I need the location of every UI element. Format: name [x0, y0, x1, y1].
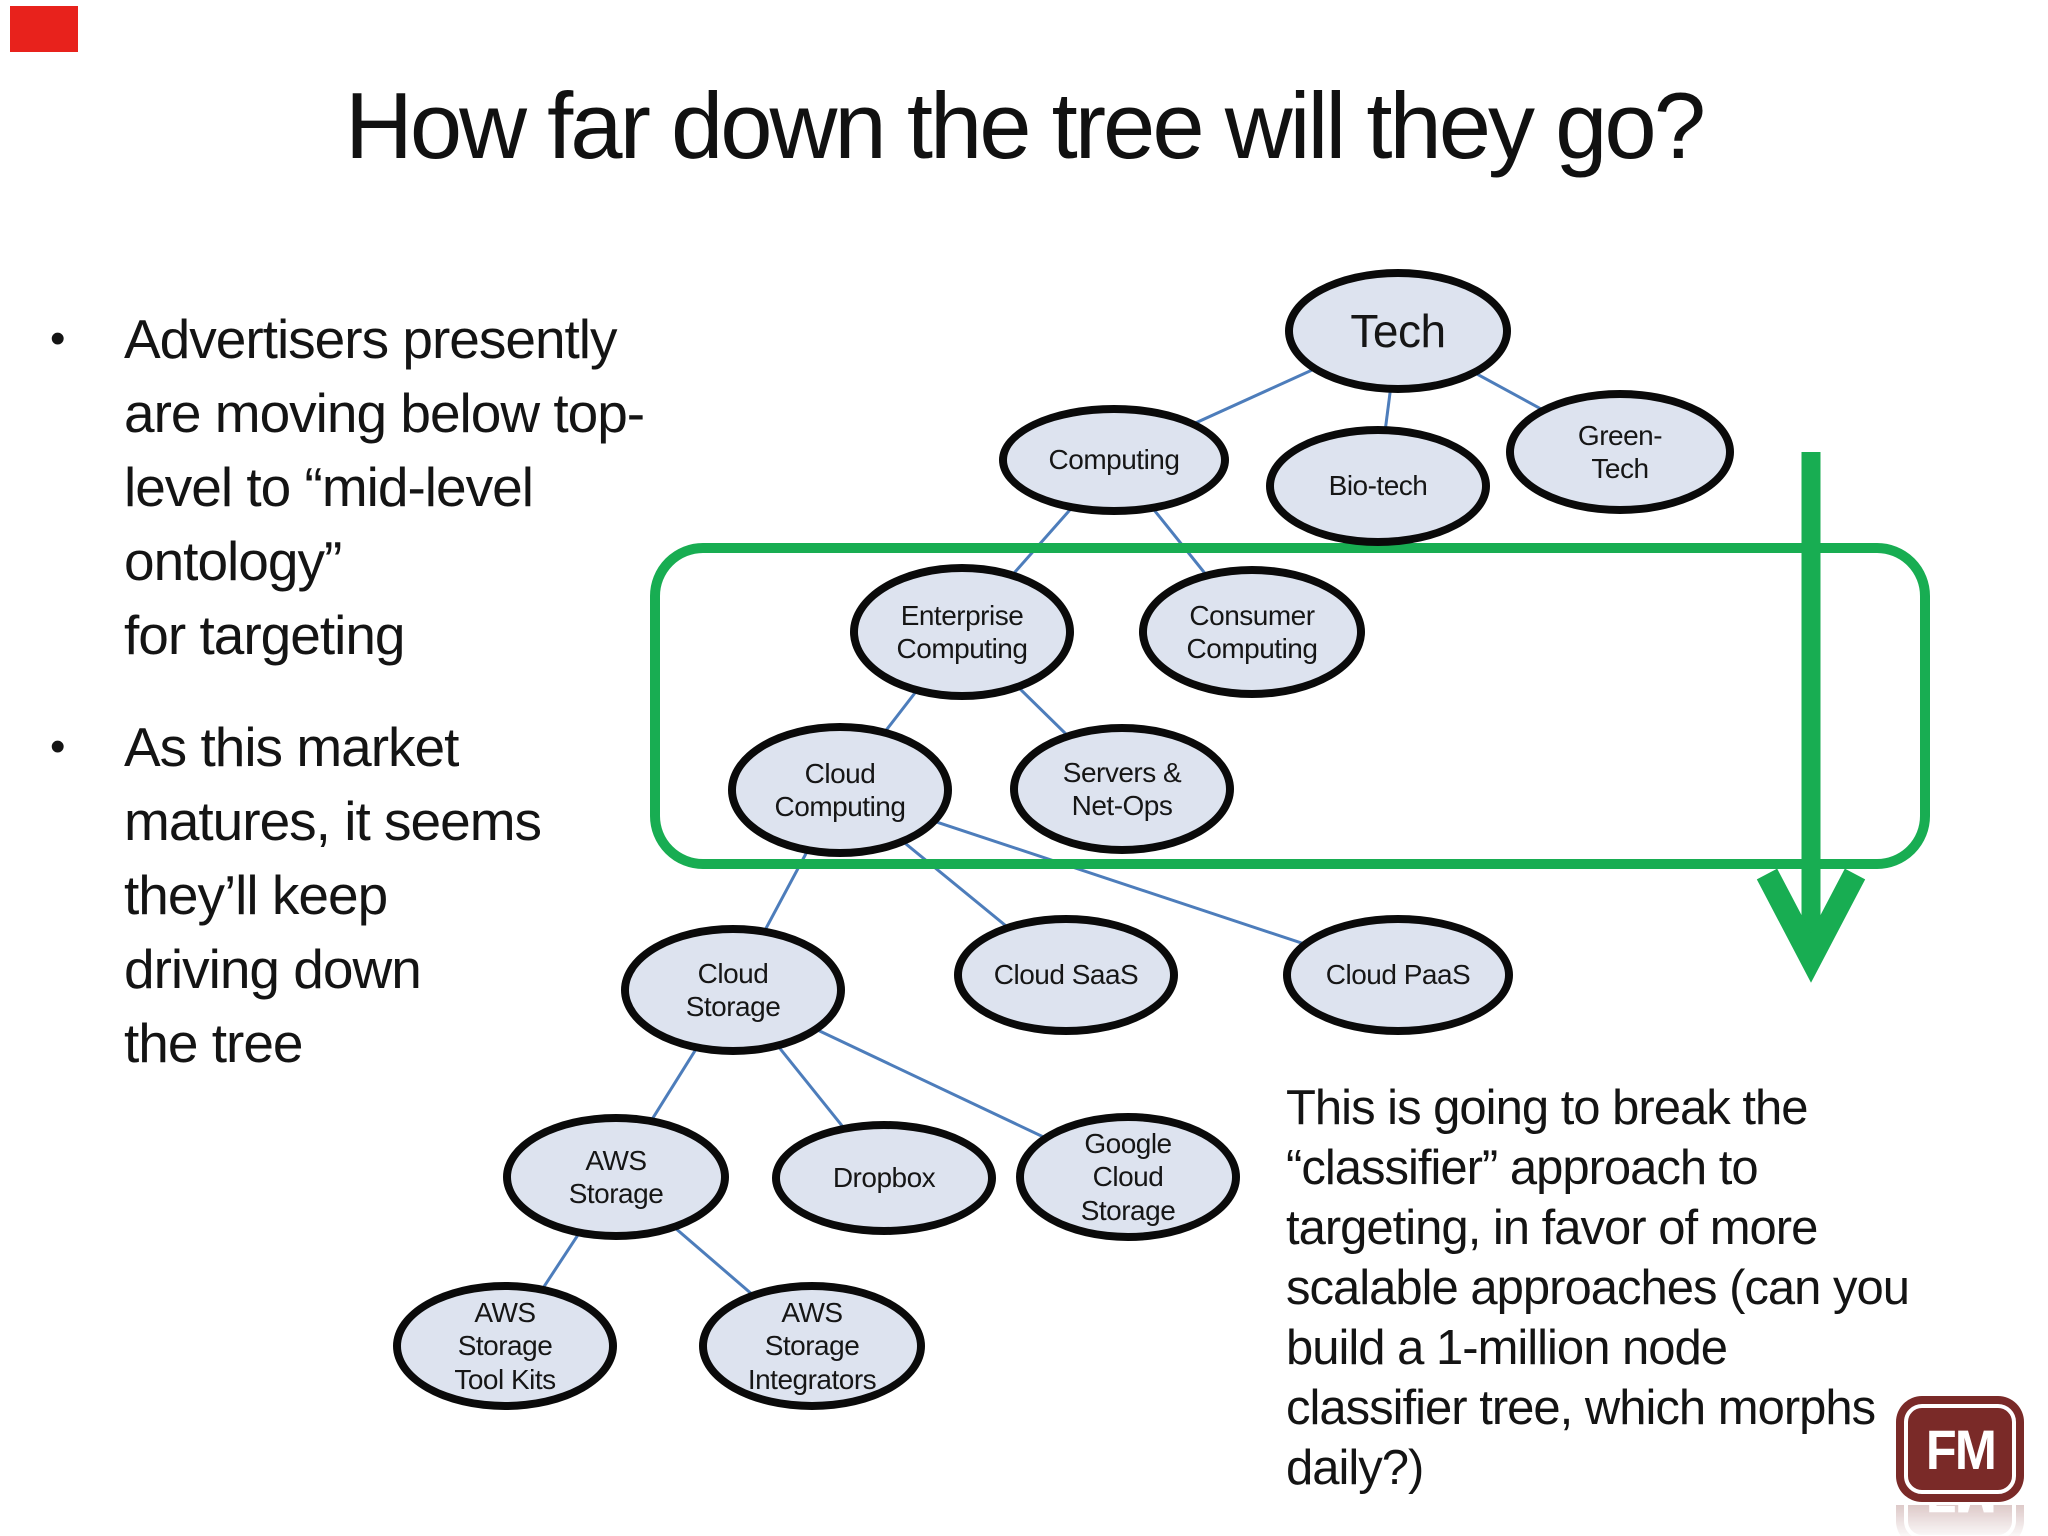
bullet-text-2: As this market matures, it seems they’ll… [124, 716, 542, 1074]
node-cloudcomputing: Cloud Computing [728, 723, 952, 857]
fm-logo: FM FM [1896, 1396, 2024, 1536]
node-cloudsaas: Cloud SaaS [954, 915, 1178, 1035]
bullet-text-1: Advertisers presently are moving below t… [124, 308, 645, 666]
node-greentech: Green- Tech [1506, 390, 1734, 514]
bullet-item-1: • Advertisers presently are moving below… [30, 302, 740, 672]
node-servers: Servers & Net-Ops [1010, 724, 1234, 854]
bullet-item-2: • As this market matures, it seems they’… [30, 710, 740, 1080]
bullet-dot: • [50, 314, 66, 363]
node-awsstorage: AWS Storage [503, 1114, 729, 1240]
node-tech: Tech [1285, 269, 1511, 393]
fm-logo-inner-ring [1904, 1404, 2016, 1494]
node-awstoolkits: AWS Storage Tool Kits [393, 1282, 617, 1410]
node-cloudpaas: Cloud PaaS [1283, 915, 1513, 1035]
node-enterprise: Enterprise Computing [850, 564, 1074, 700]
node-awsintegrators: AWS Storage Integrators [699, 1282, 925, 1410]
bullet-list: • Advertisers presently are moving below… [30, 302, 740, 1118]
node-consumer: Consumer Computing [1139, 566, 1365, 698]
down-arrow [1756, 452, 1866, 983]
bullet-dot: • [50, 722, 66, 771]
fm-logo-reflection: FM [1896, 1505, 2024, 1536]
fm-logo-badge: FM [1896, 1396, 2024, 1502]
slide-title: How far down the tree will they go? [345, 73, 1706, 178]
fm-logo-text: FM [1925, 1417, 1996, 1481]
node-google: Google Cloud Storage [1016, 1113, 1240, 1241]
note-text: This is going to break the “classifier” … [1286, 1081, 1910, 1495]
node-dropbox: Dropbox [772, 1121, 996, 1235]
node-biotech: Bio-tech [1266, 426, 1490, 546]
red-corner-rect [10, 6, 78, 52]
mid-level-highlight-box [650, 543, 1930, 869]
node-computing: Computing [999, 405, 1229, 515]
node-cloudstorage: Cloud Storage [621, 925, 845, 1055]
